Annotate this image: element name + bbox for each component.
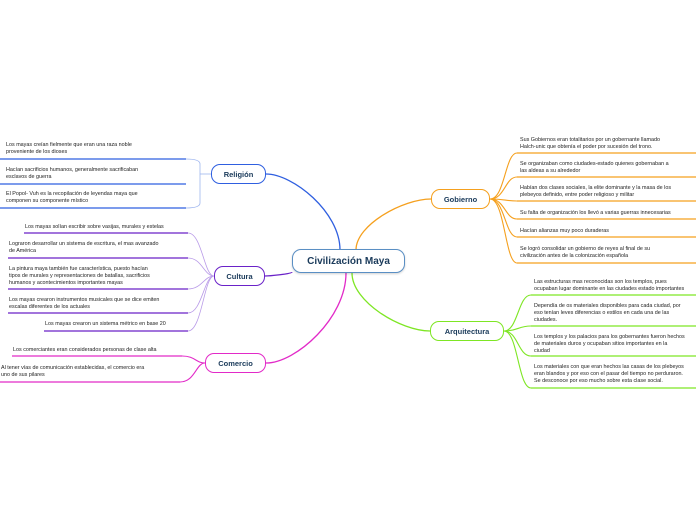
subtopic-gobierno-6[interactable]: Se logró consolidar un gobierno de reyes… — [520, 246, 696, 262]
topic-religion[interactable]: Religión — [211, 164, 266, 184]
subtopic-label: Al tener vías de comunicación establecid… — [1, 365, 145, 378]
topic-cultura[interactable]: Cultura — [214, 266, 265, 286]
subtopic-label: Se organizaban como ciudades-estado quie… — [520, 161, 669, 174]
connector-gobierno — [355, 198, 432, 251]
topic-cultura-label: Cultura — [226, 271, 253, 281]
branch-gobierno-1 — [489, 152, 518, 200]
branch-cultura-1 — [187, 232, 215, 277]
subtopic-label: Los mayas creían fielmente que eran una … — [6, 142, 132, 155]
subtopic-gobierno-3[interactable]: Habían dos clases sociales, la elite dom… — [520, 185, 696, 201]
branch-arquitectura-4 — [503, 330, 532, 389]
branch-arquitectura-3 — [503, 330, 532, 357]
subtopic-label: Los comerciantes eran considerados perso… — [13, 347, 157, 353]
connector-comercio — [265, 272, 347, 364]
subtopic-label: Sus Gobiernos eran totalitarios por un g… — [520, 137, 660, 150]
branch-gobierno-2 — [489, 176, 518, 200]
branch-cultura-5 — [187, 275, 215, 332]
subtopic-arquitectura-1[interactable]: Las estructuras mas reconocidas son los … — [534, 279, 696, 295]
connector-arquitectura — [351, 272, 431, 332]
branch-cultura-4 — [187, 275, 215, 314]
subtopic-gobierno-1[interactable]: Sus Gobiernos eran totalitarios por un g… — [520, 137, 696, 153]
subtopic-gobierno-2[interactable]: Se organizaban como ciudades-estado quie… — [520, 161, 696, 177]
subtopic-religion-1[interactable]: Los mayas creían fielmente que eran una … — [6, 142, 192, 158]
branch-arquitectura-1 — [503, 294, 532, 332]
subtopic-religion-3[interactable]: El Popol- Vuh es la recopilación de leye… — [6, 191, 192, 207]
branch-comercio-2 — [179, 362, 206, 383]
subtopic-cultura-2[interactable]: Lograron desarrollar un sistema de escri… — [9, 241, 189, 257]
topic-arquitectura-label: Arquitectura — [444, 326, 490, 336]
central-topic-civilizacion-maya[interactable]: Civilización Maya — [292, 249, 405, 273]
subtopic-comercio-1[interactable]: Los comerciantes eran considerados perso… — [13, 347, 183, 356]
topic-arquitectura[interactable]: Arquitectura — [430, 321, 504, 341]
topic-gobierno-label: Gobierno — [443, 194, 478, 204]
subtopic-gobierno-5[interactable]: Hacían alianzas muy poco duraderas — [520, 228, 696, 237]
subtopic-religion-2[interactable]: Hacían sacrificios humanos, generalmente… — [6, 167, 192, 183]
topic-comercio[interactable]: Comercio — [205, 353, 266, 373]
subtopic-label: Lograron desarrollar un sistema de escri… — [9, 241, 159, 254]
subtopic-label: El Popol- Vuh es la recopilación de leye… — [6, 191, 138, 204]
branch-arquitectura-2 — [503, 325, 532, 332]
subtopic-gobierno-4[interactable]: Su falta de organización los llevó a var… — [520, 210, 696, 219]
branch-gobierno-6 — [489, 198, 518, 264]
subtopic-label: Hacían sacrificios humanos, generalmente… — [6, 167, 139, 180]
central-topic-label: Civilización Maya — [307, 255, 390, 267]
subtopic-cultura-1[interactable]: Los mayas solían escribir sobre vasijas,… — [25, 224, 189, 233]
subtopic-label: Las estructuras mas reconocidas son los … — [534, 279, 685, 292]
subtopic-label: Hacían alianzas muy poco duraderas — [520, 228, 609, 234]
subtopic-cultura-5[interactable]: Los mayas crearon un sistema métrico en … — [45, 321, 189, 330]
subtopic-label: Su falta de organización los llevó a var… — [520, 210, 671, 216]
topic-comercio-label: Comercio — [218, 358, 253, 368]
subtopic-arquitectura-4[interactable]: Los materiales con que eran hechos las c… — [534, 364, 696, 388]
topic-religion-label: Religión — [223, 169, 254, 179]
subtopic-label: Habían dos clases sociales, la elite dom… — [520, 185, 672, 198]
subtopic-label: Los templos y los palacios para los gobe… — [534, 334, 685, 354]
subtopic-cultura-4[interactable]: Los mayas crearon instrumentos musicales… — [9, 297, 189, 313]
bracket-religion — [185, 158, 201, 209]
branch-cultura-2 — [187, 257, 215, 277]
subtopic-label: Los mayas crearon instrumentos musicales… — [9, 297, 160, 310]
subtopic-cultura-3[interactable]: La pintura maya también fue característi… — [9, 266, 189, 289]
subtopic-label: Los mayas solían escribir sobre vasijas,… — [25, 224, 164, 230]
subtopic-label: Dependía de os materiales disponibles pa… — [534, 303, 681, 323]
subtopic-label: Los mayas crearon un sistema métrico en … — [45, 321, 166, 327]
connector-religion — [265, 173, 341, 251]
subtopic-label: Se logró consolidar un gobierno de reyes… — [520, 246, 651, 259]
subtopic-arquitectura-3[interactable]: Los templos y los palacios para los gobe… — [534, 334, 696, 357]
subtopic-comercio-2[interactable]: Al tener vías de comunicación establecid… — [1, 365, 181, 381]
topic-gobierno[interactable]: Gobierno — [431, 189, 490, 209]
connector-cultura — [264, 271, 293, 277]
subtopic-arquitectura-2[interactable]: Dependía de os materiales disponibles pa… — [534, 303, 696, 327]
subtopic-label: Los materiales con que eran hechos las c… — [534, 364, 684, 384]
subtopic-label: La pintura maya también fue característi… — [9, 266, 150, 286]
branch-comercio-1 — [181, 355, 206, 364]
